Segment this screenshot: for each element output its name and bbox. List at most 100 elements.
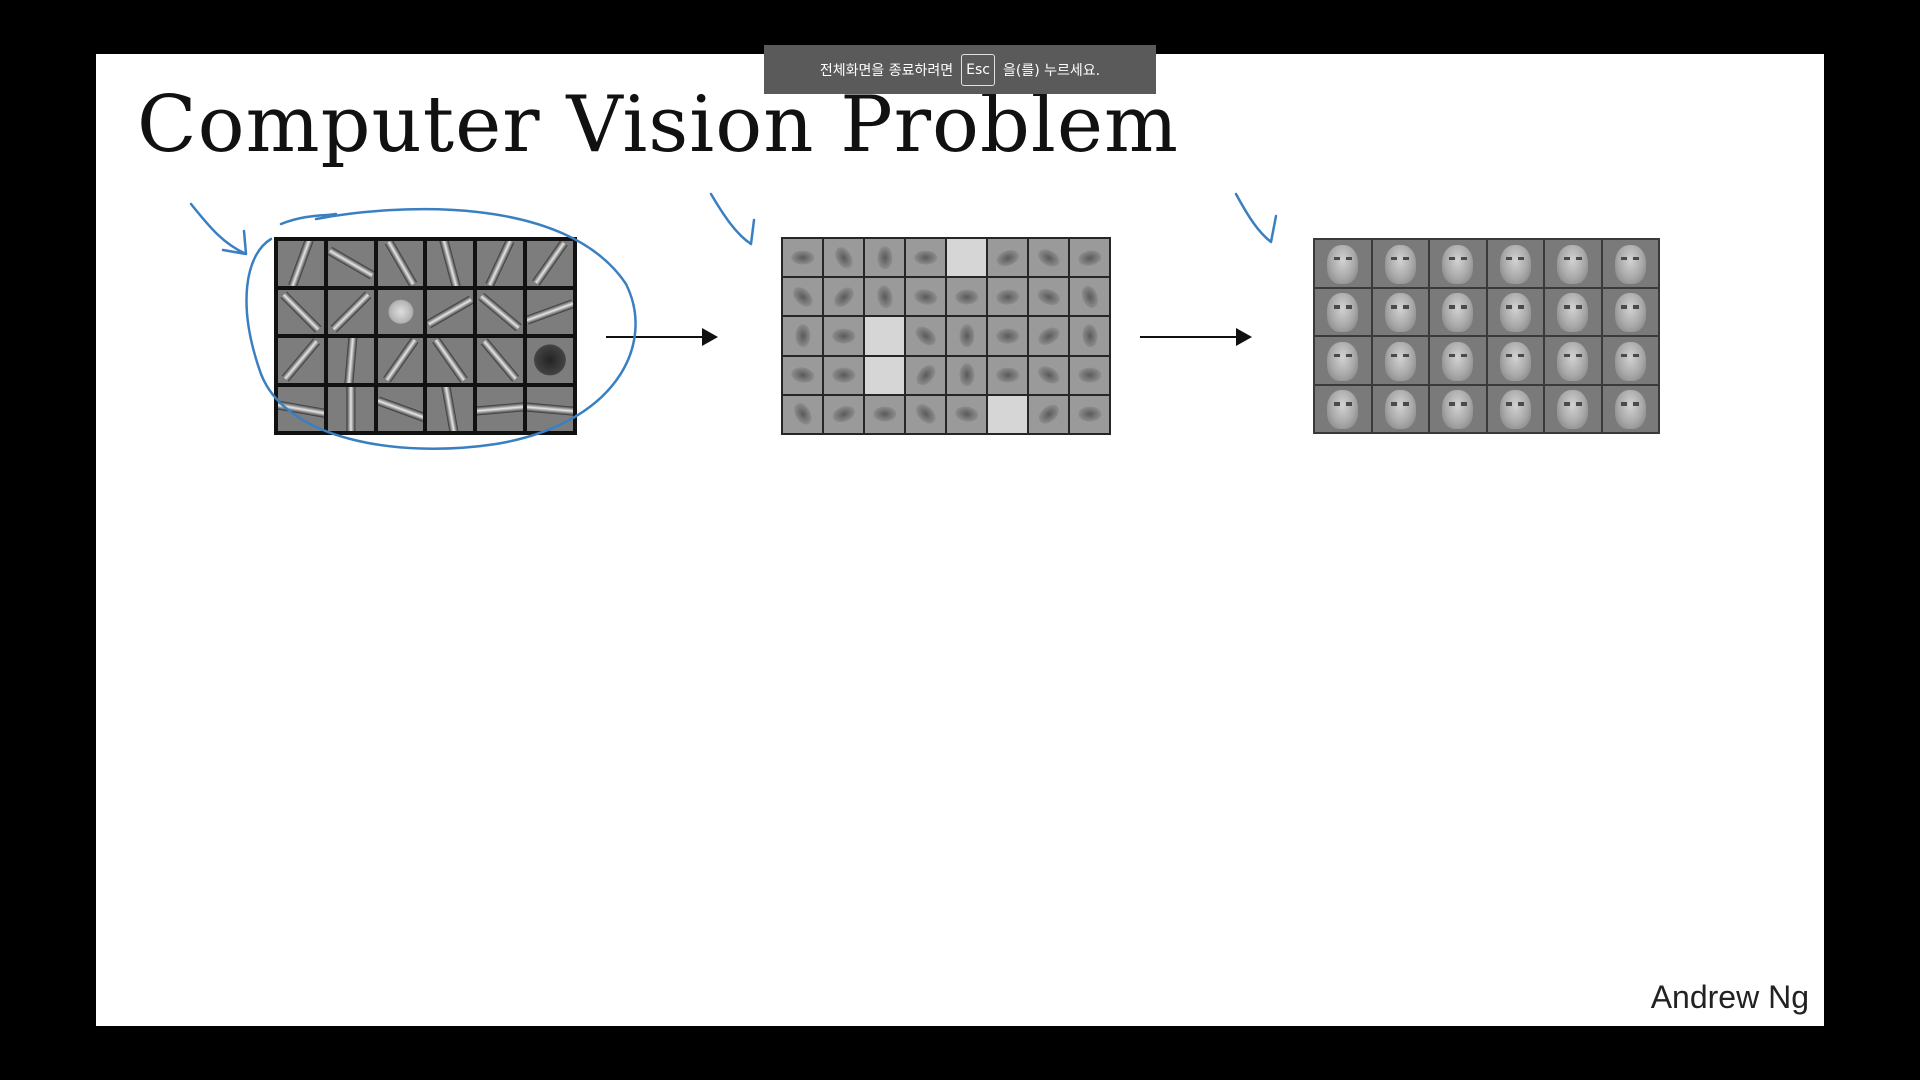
edge-tile	[427, 241, 474, 286]
exit-fullscreen-toast: 전체화면을 종료하려면 Esc 을(를) 누르세요.	[764, 45, 1156, 94]
face-tile	[1487, 288, 1543, 335]
part-tile	[906, 317, 945, 355]
edge-tile	[427, 289, 474, 334]
edge-tile	[278, 241, 324, 286]
face-tile	[1315, 288, 1371, 335]
part-tile	[988, 278, 1027, 316]
face-tile	[1430, 385, 1486, 432]
edge-tile	[477, 386, 524, 431]
arrow-right-icon	[1140, 328, 1252, 346]
part-tile	[1029, 395, 1068, 433]
part-tile	[783, 317, 822, 355]
part-tile	[1029, 317, 1068, 355]
part-tile	[906, 239, 945, 277]
face-tile	[1430, 337, 1486, 384]
part-tile	[1029, 239, 1068, 277]
face-tile	[1602, 337, 1658, 384]
part-tile	[824, 239, 863, 277]
face-tile	[1372, 240, 1428, 287]
part-tile	[865, 317, 904, 355]
part-tile	[1070, 356, 1109, 394]
edge-tile	[327, 386, 374, 431]
face-tile	[1372, 337, 1428, 384]
arrow-right-icon	[606, 328, 718, 346]
part-tile	[1029, 278, 1068, 316]
edge-tile	[327, 338, 374, 383]
part-tile	[865, 239, 904, 277]
edge-tile	[477, 241, 524, 286]
part-tile	[1029, 356, 1068, 394]
face-models-grid	[1313, 238, 1660, 434]
slide: Computer Vision Problem	[96, 54, 1824, 1026]
face-tile	[1487, 240, 1543, 287]
part-tile	[783, 278, 822, 316]
pen-check-mark-icon	[1234, 192, 1278, 244]
part-tile	[906, 278, 945, 316]
slide-title: Computer Vision Problem	[137, 80, 1179, 170]
edge-tile	[278, 386, 324, 431]
pen-circle-tail	[279, 212, 338, 226]
toast-message-before: 전체화면을 종료하려면	[819, 62, 954, 79]
pen-check-mark-icon	[189, 202, 248, 256]
part-tile	[947, 317, 986, 355]
edge-tile	[377, 241, 424, 286]
edge-tile	[327, 289, 374, 334]
author-credit: Andrew Ng	[1650, 979, 1809, 1015]
esc-key-badge: Esc	[961, 53, 995, 86]
part-tile	[947, 278, 986, 316]
face-tile	[1602, 288, 1658, 335]
part-tile	[988, 317, 1027, 355]
face-tile	[1372, 288, 1428, 335]
edge-features-grid	[274, 237, 577, 435]
part-tile	[1070, 278, 1109, 316]
part-tile	[947, 239, 986, 277]
part-tile	[947, 395, 986, 433]
edge-tile	[327, 241, 374, 286]
part-tile	[824, 317, 863, 355]
part-tile	[906, 395, 945, 433]
face-tile	[1487, 385, 1543, 432]
part-tile	[988, 239, 1027, 277]
face-tile	[1315, 337, 1371, 384]
toast-message-after: 을(를) 누르세요.	[1002, 62, 1101, 79]
face-tile	[1545, 240, 1601, 287]
face-tile	[1545, 385, 1601, 432]
face-tile	[1430, 288, 1486, 335]
face-tile	[1602, 385, 1658, 432]
part-tile	[1070, 395, 1109, 433]
edge-tile	[278, 289, 324, 334]
edge-tile	[377, 289, 424, 334]
face-tile	[1315, 240, 1371, 287]
part-tile	[783, 239, 822, 277]
part-tile	[783, 356, 822, 394]
face-tile	[1602, 240, 1658, 287]
edge-tile	[527, 289, 573, 334]
face-tile	[1372, 385, 1428, 432]
edge-tile	[527, 386, 573, 431]
pen-check-mark-icon	[709, 192, 756, 246]
part-tile	[824, 395, 863, 433]
edge-tile	[527, 338, 573, 383]
face-tile	[1315, 385, 1371, 432]
part-tile	[1070, 239, 1109, 277]
edge-tile	[278, 338, 324, 383]
part-tile	[865, 356, 904, 394]
part-tile	[947, 356, 986, 394]
edge-tile	[377, 386, 424, 431]
part-tile	[988, 356, 1027, 394]
part-tile	[783, 395, 822, 433]
edge-tile	[477, 289, 524, 334]
part-tile	[906, 356, 945, 394]
edge-tile	[377, 338, 424, 383]
part-tile	[865, 395, 904, 433]
edge-tile	[527, 241, 573, 286]
edge-tile	[427, 338, 474, 383]
edge-tile	[427, 386, 474, 431]
face-tile	[1545, 337, 1601, 384]
face-tile	[1487, 337, 1543, 384]
face-tile	[1545, 288, 1601, 335]
part-tile	[824, 278, 863, 316]
pen-annotations	[189, 192, 1278, 450]
part-tile	[1070, 317, 1109, 355]
face-tile	[1430, 240, 1486, 287]
